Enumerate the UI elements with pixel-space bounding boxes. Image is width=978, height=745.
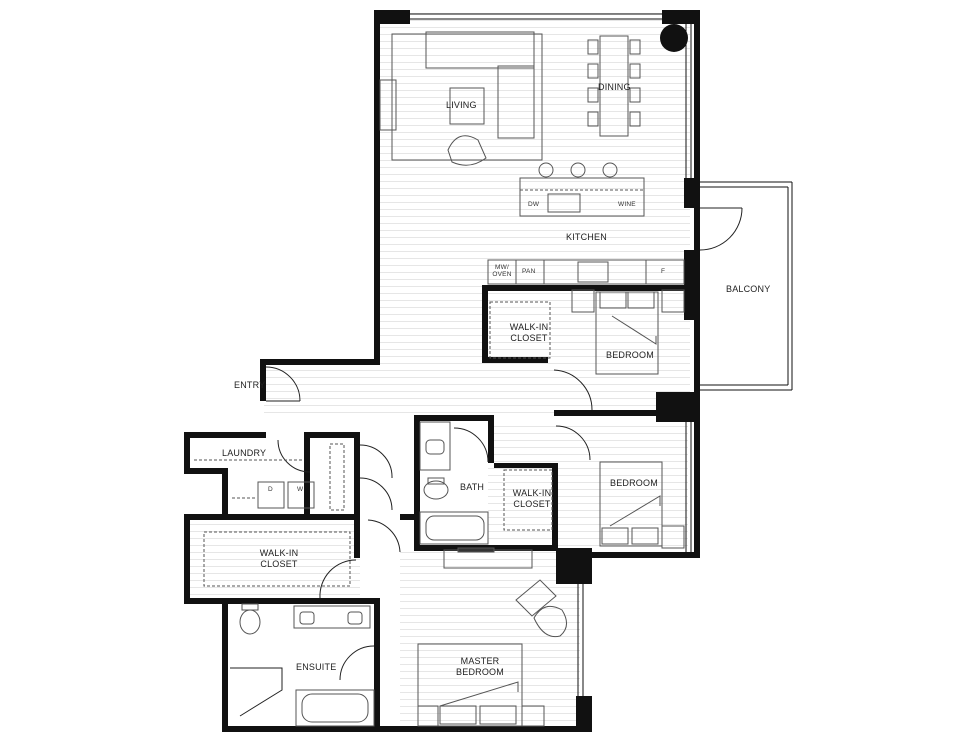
walls — [184, 10, 700, 732]
laundry-fixtures — [194, 459, 315, 509]
doors — [230, 207, 743, 717]
room-label-walkin-closet-1: WALK-IN CLOSET — [509, 322, 549, 343]
fixture-label-fridge: F — [661, 268, 666, 275]
room-label-master-bedroom: MASTER BEDROOM — [456, 656, 504, 677]
bedroom-2-furniture — [503, 461, 685, 549]
room-label-ensuite: ENSUITE — [296, 662, 337, 672]
room-label-kitchen: KITCHEN — [566, 232, 607, 242]
ensuite-fixtures — [239, 603, 375, 727]
room-label-dining: DINING — [598, 82, 631, 92]
room-label-walkin-closet-3: WALK-IN CLOSET — [259, 548, 299, 569]
fixture-label-dishwasher: DW — [528, 201, 540, 208]
column — [660, 24, 688, 52]
room-label-balcony: BALCONY — [726, 284, 771, 294]
room-label-bath: BATH — [460, 482, 485, 492]
fixture-label-dryer: D — [268, 486, 273, 493]
master-furniture — [417, 547, 567, 727]
room-label-walkin-closet-2: WALK-IN CLOSET — [512, 488, 552, 509]
bath-fixtures — [419, 421, 489, 545]
bedroom-1-furniture — [489, 289, 685, 375]
room-label-bedroom-2: BEDROOM — [610, 478, 658, 488]
living-furniture — [379, 31, 641, 166]
room-label-bedroom-1: BEDROOM — [606, 350, 654, 360]
walkin-closet-3-fixtures — [203, 443, 351, 587]
fixture-label-wine: WINE — [618, 201, 636, 208]
room-label-laundry: LAUNDRY — [222, 448, 267, 458]
kitchen-fixtures — [487, 162, 685, 285]
windows — [410, 13, 793, 696]
fixture-label-pantry: PAN — [522, 268, 536, 275]
room-label-entry: ENTRY — [234, 380, 266, 390]
fixture-label-washer: W — [297, 486, 304, 493]
room-label-living: LIVING — [446, 100, 477, 110]
fixture-label-microwave-oven: MW/ OVEN — [492, 264, 512, 278]
